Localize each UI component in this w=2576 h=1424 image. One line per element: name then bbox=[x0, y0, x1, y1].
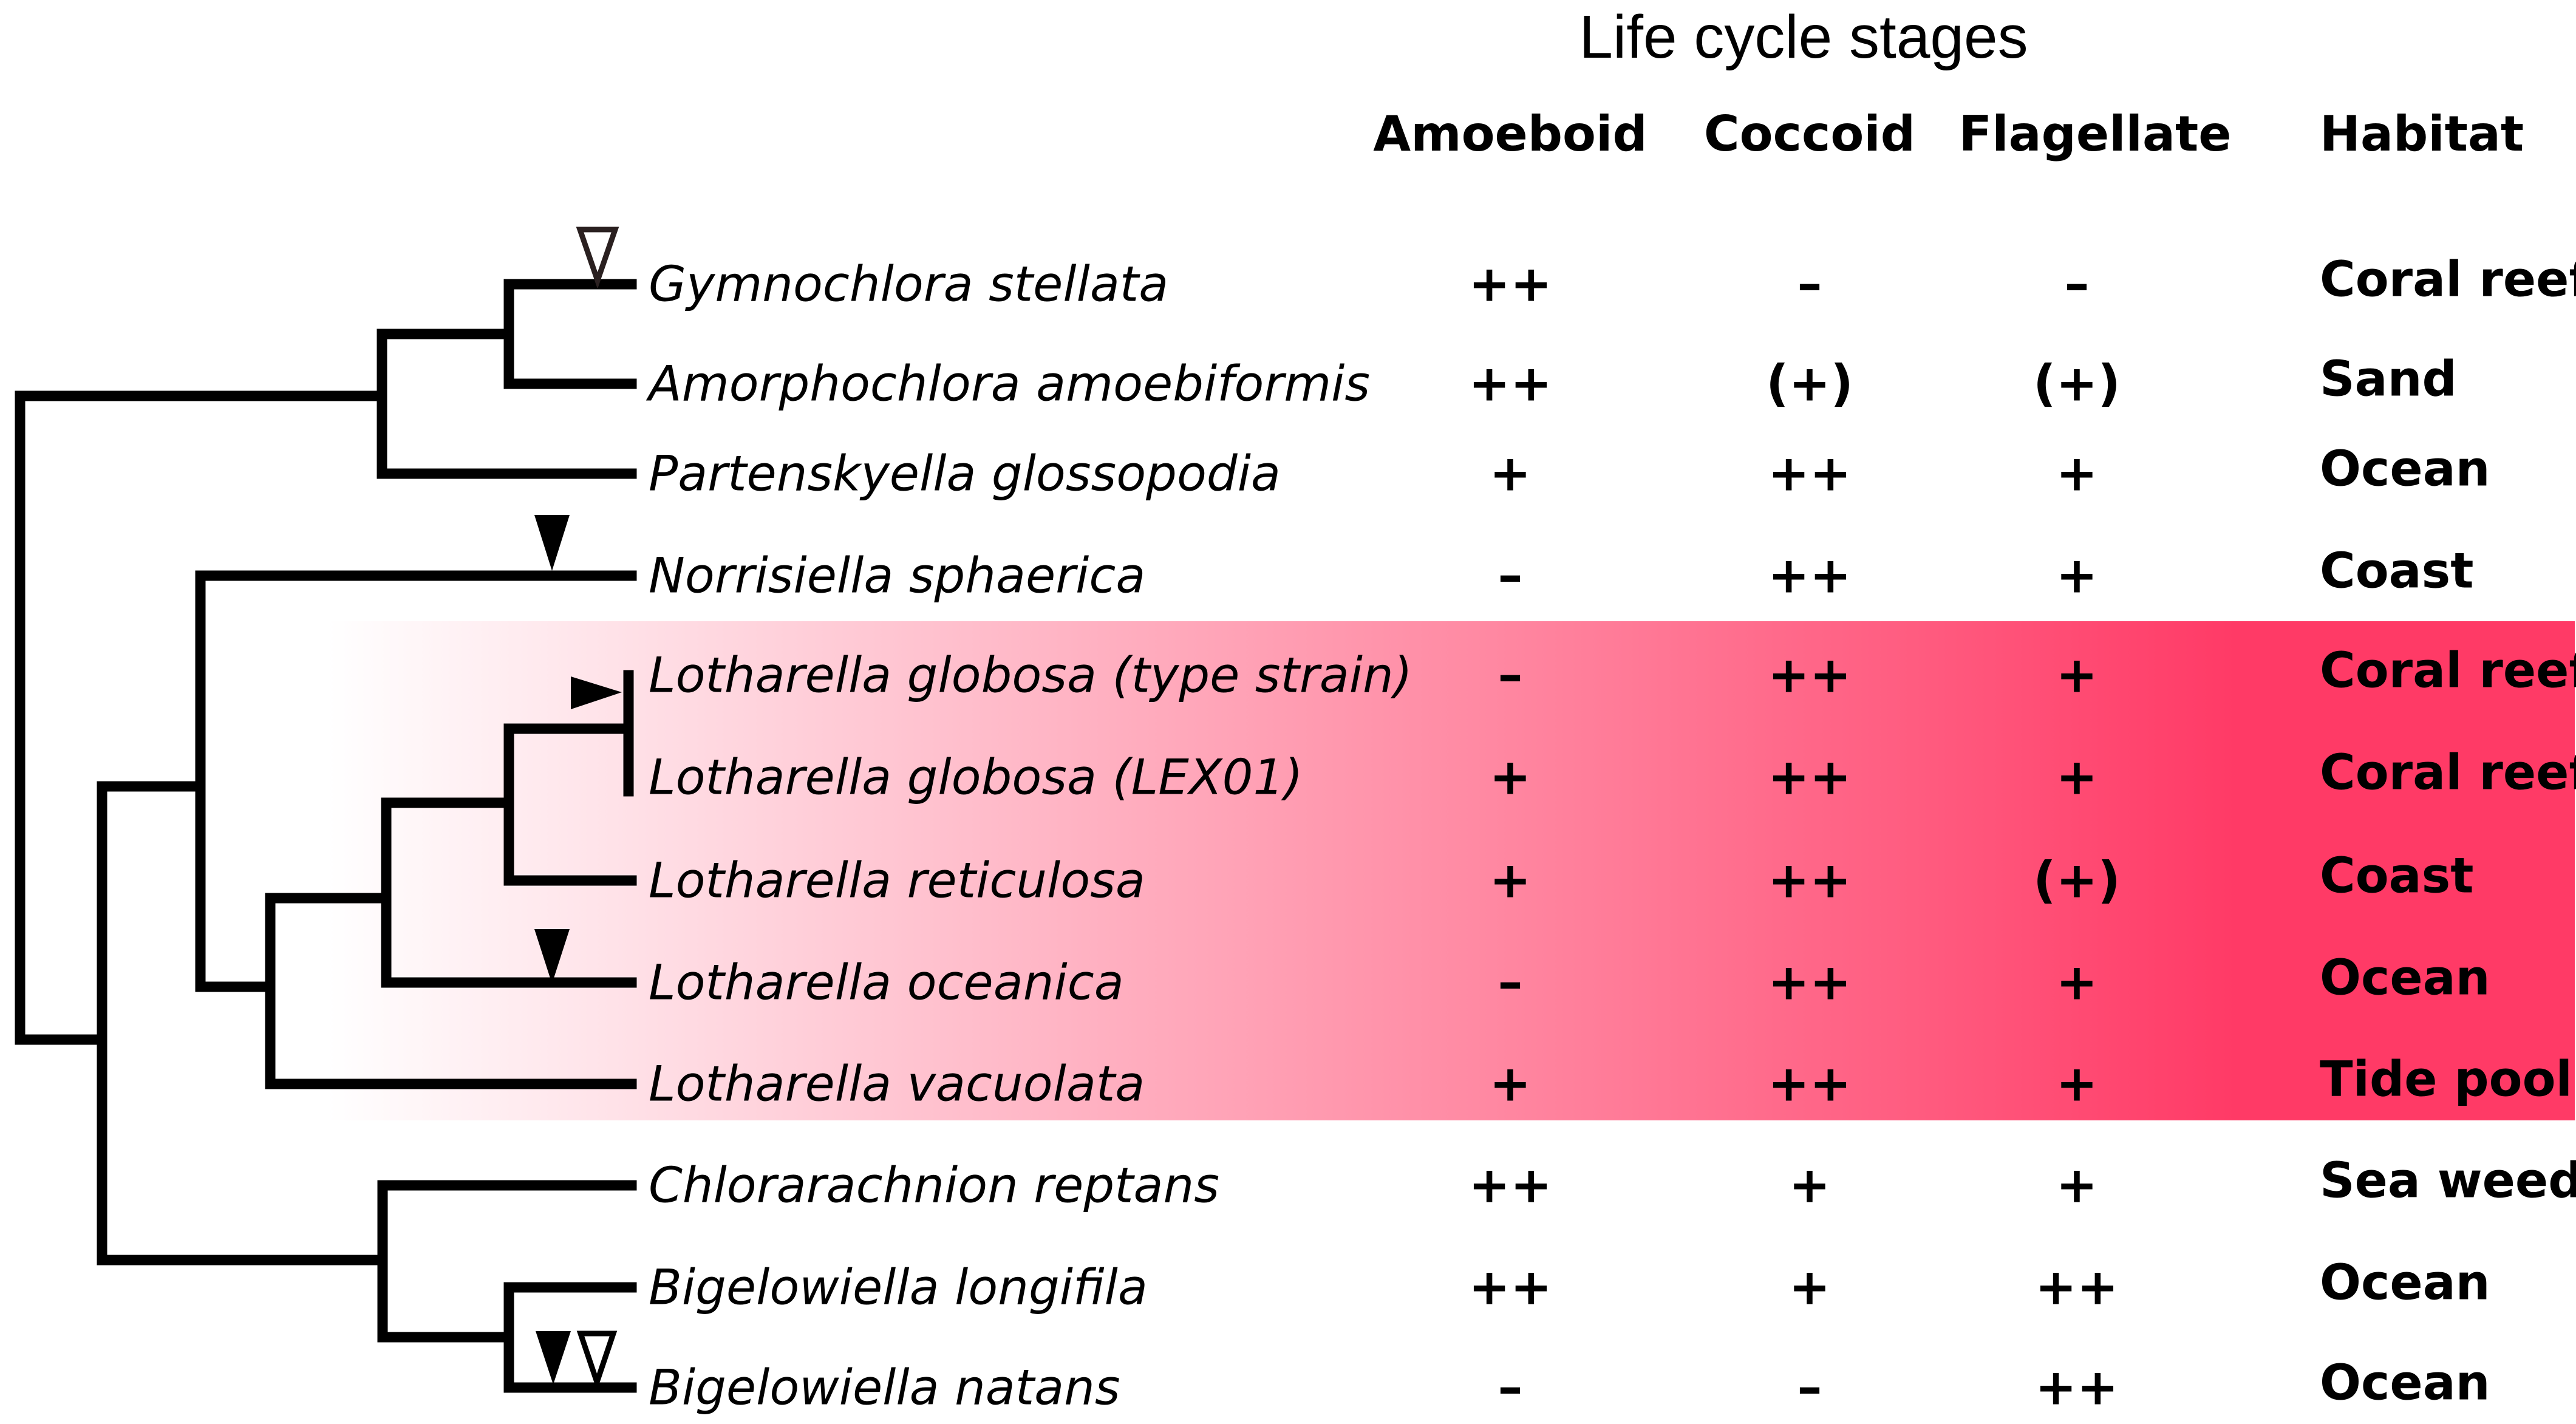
open-triangle-icon bbox=[576, 227, 619, 289]
habitat-value: Coral reef bbox=[2320, 744, 2576, 801]
coccoid-value: – bbox=[1797, 1359, 1822, 1417]
lotharella-highlight bbox=[328, 621, 2575, 1120]
amoeboid-value: ++ bbox=[1468, 256, 1552, 313]
amoeboid-value: + bbox=[1490, 445, 1532, 503]
coccoid-value: – bbox=[1797, 256, 1822, 313]
amoeboid-value: – bbox=[1498, 547, 1523, 605]
coccoid-value: ++ bbox=[1768, 852, 1851, 910]
column-header-habitat: Habitat bbox=[2320, 106, 2524, 162]
amoeboid-value: ++ bbox=[1468, 1157, 1552, 1214]
phylogenetic-tree bbox=[15, 279, 637, 1393]
flagellate-value: + bbox=[2056, 954, 2098, 1012]
flagellate-value: + bbox=[2056, 445, 2098, 503]
habitat-value: Coast bbox=[2320, 848, 2474, 904]
coccoid-value: ++ bbox=[1768, 445, 1851, 503]
taxon-label: Partenskyella glossopodia bbox=[649, 446, 1281, 502]
habitat-value: Coral reef bbox=[2320, 642, 2576, 699]
flagellate-value: – bbox=[2065, 256, 2090, 313]
habitat-value: Coral reef bbox=[2320, 251, 2576, 308]
flagellate-value: + bbox=[2056, 547, 2098, 605]
taxon-label: Amorphochlora amoebiformis bbox=[646, 356, 1370, 412]
taxon-label: Lotharella vacuolata bbox=[649, 1056, 1145, 1112]
open-triangle-icon bbox=[576, 1330, 618, 1391]
column-header-flagellate: Flagellate bbox=[1959, 106, 2232, 162]
habitat-value: Sand bbox=[2320, 351, 2457, 407]
flagellate-value: (+) bbox=[2033, 355, 2121, 413]
taxon-label: Lotharella reticulosa bbox=[649, 853, 1145, 909]
filled-triangle-icon bbox=[534, 929, 570, 984]
flagellate-value: (+) bbox=[2033, 852, 2121, 910]
taxon-label: Lotharella globosa (LEX01) bbox=[649, 749, 1303, 806]
amoeboid-value: + bbox=[1490, 852, 1532, 910]
coccoid-value: ++ bbox=[1768, 1055, 1851, 1113]
data-table: Gymnochlora stellata++––Coral reefAmorph… bbox=[646, 251, 2576, 1417]
flagellate-value: + bbox=[2056, 749, 2098, 806]
taxon-label: Bigelowiella natans bbox=[649, 1360, 1120, 1416]
taxon-label: Lotharella globosa (type strain) bbox=[649, 647, 1412, 704]
amoeboid-value: – bbox=[1498, 954, 1523, 1012]
taxon-label: Gymnochlora stellata bbox=[649, 256, 1168, 313]
coccoid-value: + bbox=[1789, 1157, 1831, 1214]
flagellate-value: + bbox=[2056, 1157, 2098, 1214]
amoeboid-value: ++ bbox=[1468, 355, 1552, 413]
habitat-value: Ocean bbox=[2320, 1255, 2490, 1311]
amoeboid-value: + bbox=[1490, 1055, 1532, 1113]
filled-triangle-icon bbox=[534, 515, 570, 571]
habitat-value: Ocean bbox=[2320, 441, 2490, 497]
taxon-label: Chlorarachnion reptans bbox=[649, 1157, 1219, 1214]
filled-triangle-icon bbox=[536, 1331, 571, 1385]
coccoid-value: ++ bbox=[1768, 954, 1851, 1012]
habitat-value: Ocean bbox=[2320, 1355, 2490, 1411]
flagellate-value: ++ bbox=[2035, 1259, 2118, 1317]
habitat-value: Coast bbox=[2320, 543, 2474, 599]
flagellate-value: ++ bbox=[2035, 1359, 2118, 1417]
amoeboid-value: – bbox=[1498, 647, 1523, 704]
coccoid-value: ++ bbox=[1768, 547, 1851, 605]
column-header-coccoid: Coccoid bbox=[1704, 106, 1915, 162]
figure-title: Life cycle stages bbox=[1579, 3, 2028, 71]
taxon-label: Bigelowiella longifila bbox=[649, 1259, 1148, 1316]
column-header-amoeboid: Amoeboid bbox=[1373, 106, 1647, 162]
habitat-value: Ocean bbox=[2320, 950, 2490, 1006]
coccoid-value: + bbox=[1789, 1259, 1831, 1317]
coccoid-value: ++ bbox=[1768, 749, 1851, 806]
taxon-label: Lotharella oceanica bbox=[649, 955, 1124, 1011]
taxon-label: Norrisiella sphaerica bbox=[649, 548, 1145, 604]
habitat-value: Tide pool bbox=[2320, 1051, 2572, 1108]
flagellate-value: + bbox=[2056, 647, 2098, 704]
amoeboid-value: + bbox=[1490, 749, 1532, 806]
amoeboid-value: ++ bbox=[1468, 1259, 1552, 1317]
flagellate-value: + bbox=[2056, 1055, 2098, 1113]
amoeboid-value: – bbox=[1498, 1359, 1523, 1417]
coccoid-value: ++ bbox=[1768, 647, 1851, 704]
filled-triangle-icon bbox=[571, 676, 622, 709]
coccoid-value: (+) bbox=[1766, 355, 1853, 413]
habitat-value: Sea weed bbox=[2320, 1153, 2576, 1209]
